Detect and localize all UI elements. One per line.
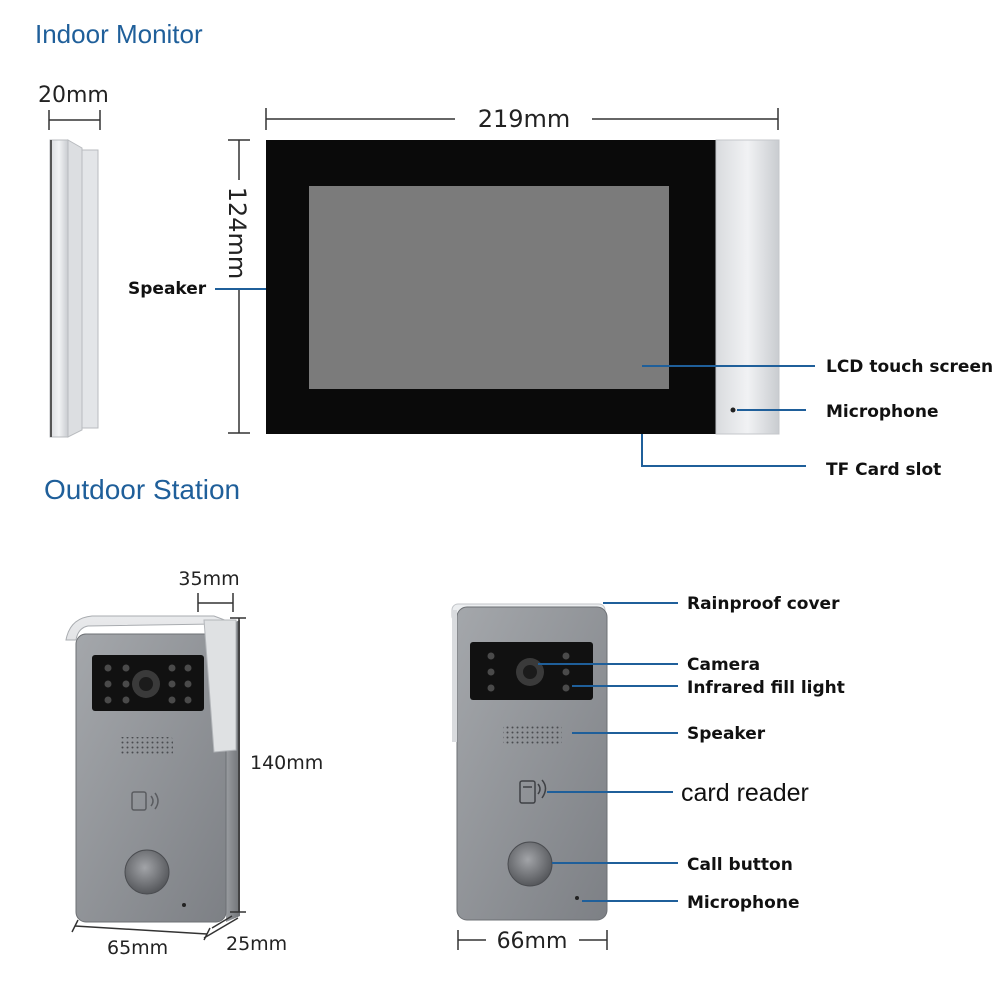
outdoor-height-dimension [230, 617, 246, 913]
outdoor-cover-depth-label: 35mm [178, 568, 239, 590]
tf-card-leader [641, 434, 806, 467]
indoor-monitor-side-view [49, 139, 99, 438]
outdoor-microphone-label: Microphone [687, 893, 799, 913]
outdoor-front-width-label: 66mm [497, 929, 568, 954]
indoor-height-label: 124mm [223, 187, 251, 280]
monitor-microphone-hole [730, 407, 736, 413]
outdoor-depth-side-label: 25mm [226, 933, 287, 955]
outdoor-front-width-dimension [457, 930, 608, 950]
outdoor-station-front-view [451, 603, 608, 921]
infrared-fill-light-label: Infrared fill light [687, 678, 845, 698]
outdoor-speaker-label: Speaker [687, 724, 766, 744]
station-camera-lens-inner [139, 677, 153, 691]
indoor-monitor-front [266, 139, 780, 435]
call-button-label: Call button [687, 855, 793, 875]
tf-card-slot-label: TF Card slot [826, 460, 941, 480]
front-call-button [507, 841, 553, 887]
station-call-button [124, 849, 170, 895]
card-reader-label: card reader [681, 779, 809, 807]
indoor-width-dimension [265, 108, 779, 130]
front-speaker-grill [503, 725, 562, 745]
front-ir-leds [487, 652, 570, 692]
front-microphone-hole [575, 896, 579, 900]
outdoor-station-perspective-view [65, 615, 240, 923]
outdoor-cover-depth-dimension [197, 593, 234, 612]
camera-label: Camera [687, 655, 760, 675]
outdoor-bottom-dimensions [71, 915, 239, 941]
indoor-width-label: 219mm [478, 105, 571, 133]
rainproof-cover-label: Rainproof cover [687, 594, 840, 614]
lcd-screen [309, 186, 669, 389]
outdoor-station-title: Outdoor Station [44, 474, 240, 505]
station-card-reader-icon [131, 791, 159, 811]
lcd-touch-screen-label: LCD touch screen [826, 357, 993, 377]
front-card-reader-icon [519, 779, 547, 804]
station-hood-side [203, 619, 237, 753]
indoor-height-dimension [228, 139, 250, 434]
station-speaker-grill [119, 737, 173, 755]
outdoor-width-side-label: 65mm [107, 937, 168, 959]
monitor-side-panel [715, 139, 780, 435]
station-ir-leds [104, 664, 192, 704]
indoor-depth-label: 20mm [38, 83, 109, 108]
front-hood-edge [452, 610, 457, 742]
indoor-microphone-label: Microphone [826, 402, 938, 422]
indoor-depth-dimension [48, 110, 101, 130]
indoor-monitor-title: Indoor Monitor [35, 19, 203, 49]
station-microphone-hole [182, 903, 186, 907]
outdoor-height-label: 140mm [250, 752, 323, 774]
front-camera-lens-inner [523, 665, 537, 679]
indoor-speaker-label: Speaker [128, 279, 207, 299]
